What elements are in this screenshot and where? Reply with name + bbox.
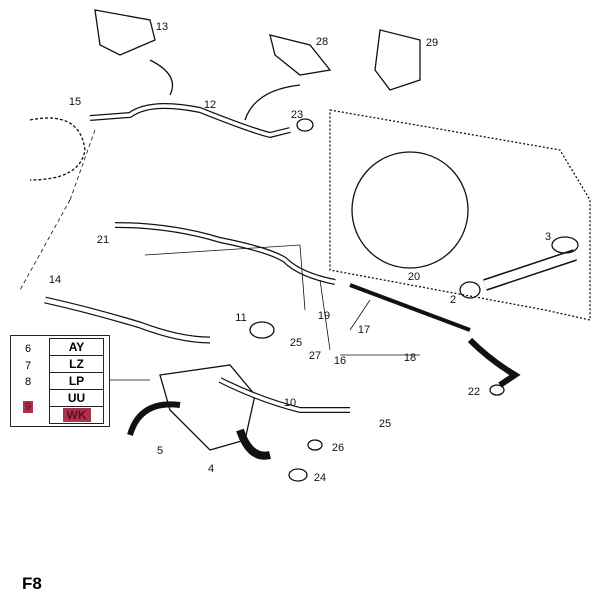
legend-number-highlighted: 9 bbox=[23, 401, 34, 413]
bracket-29 bbox=[374, 29, 421, 91]
legend-codes: AY LZ LP UU WK bbox=[49, 338, 104, 424]
callout-4: 4 bbox=[207, 463, 215, 475]
clamp-24 bbox=[288, 468, 308, 482]
callout-13: 13 bbox=[155, 21, 169, 33]
callout-3: 3 bbox=[544, 231, 552, 243]
callout-28: 28 bbox=[315, 36, 329, 48]
legend-number: 6 bbox=[25, 343, 32, 355]
legend-code: LP bbox=[49, 373, 104, 390]
callout-26: 26 bbox=[331, 442, 345, 454]
callout-5: 5 bbox=[156, 445, 164, 457]
outlet-pipe bbox=[236, 428, 271, 460]
pipe-17 bbox=[349, 283, 471, 332]
arrow-13 bbox=[149, 59, 174, 96]
clamp-22 bbox=[489, 384, 505, 396]
callout-25b: 25 bbox=[378, 418, 392, 430]
callout-18: 18 bbox=[403, 352, 417, 364]
clamp-3 bbox=[551, 236, 579, 254]
code-text: LZ bbox=[69, 357, 84, 371]
clamp-2 bbox=[459, 281, 481, 299]
radiator-fan-shroud bbox=[351, 151, 469, 269]
callout-10: 10 bbox=[283, 397, 297, 409]
callout-22: 22 bbox=[467, 386, 481, 398]
callout-12: 12 bbox=[203, 99, 217, 111]
callout-2: 2 bbox=[449, 294, 457, 306]
callout-14: 14 bbox=[48, 274, 62, 286]
leader-lines bbox=[19, 129, 420, 381]
callout-19: 19 bbox=[317, 310, 331, 322]
expansion-tank bbox=[29, 117, 86, 181]
legend-number: 7 bbox=[25, 360, 32, 372]
clamp-23 bbox=[296, 118, 314, 132]
legend-code: AY bbox=[49, 338, 104, 356]
legend-code: LZ bbox=[49, 356, 104, 373]
bracket-13 bbox=[94, 9, 156, 56]
page-label: F8 bbox=[22, 574, 42, 593]
callout-11: 11 bbox=[235, 312, 247, 324]
hose-22 bbox=[467, 337, 521, 388]
variant-legend bbox=[10, 335, 110, 427]
callout-25: 25 bbox=[289, 337, 303, 349]
callout-17: 17 bbox=[357, 324, 371, 336]
code-text: WK bbox=[62, 408, 91, 422]
code-text: LP bbox=[68, 374, 85, 388]
callout-21: 21 bbox=[96, 234, 110, 246]
legend-code: UU bbox=[49, 390, 104, 407]
bracket-28 bbox=[269, 34, 332, 76]
radiator bbox=[329, 109, 591, 321]
legend-code-highlighted: WK bbox=[49, 407, 104, 424]
callout-20: 20 bbox=[407, 271, 421, 283]
code-text: UU bbox=[67, 391, 86, 405]
callout-27: 27 bbox=[308, 350, 322, 362]
callout-16: 16 bbox=[333, 355, 347, 367]
callout-29: 29 bbox=[425, 37, 439, 49]
hose-lower bbox=[127, 401, 181, 436]
callout-15: 15 bbox=[68, 96, 82, 108]
legend-number: 8 bbox=[25, 376, 32, 388]
callout-23: 23 bbox=[290, 109, 304, 121]
callout-24: 24 bbox=[313, 472, 327, 484]
arrow-29 bbox=[244, 84, 301, 121]
clamp-26 bbox=[307, 439, 323, 451]
clamp-11 bbox=[249, 321, 275, 339]
code-text: AY bbox=[68, 340, 85, 354]
